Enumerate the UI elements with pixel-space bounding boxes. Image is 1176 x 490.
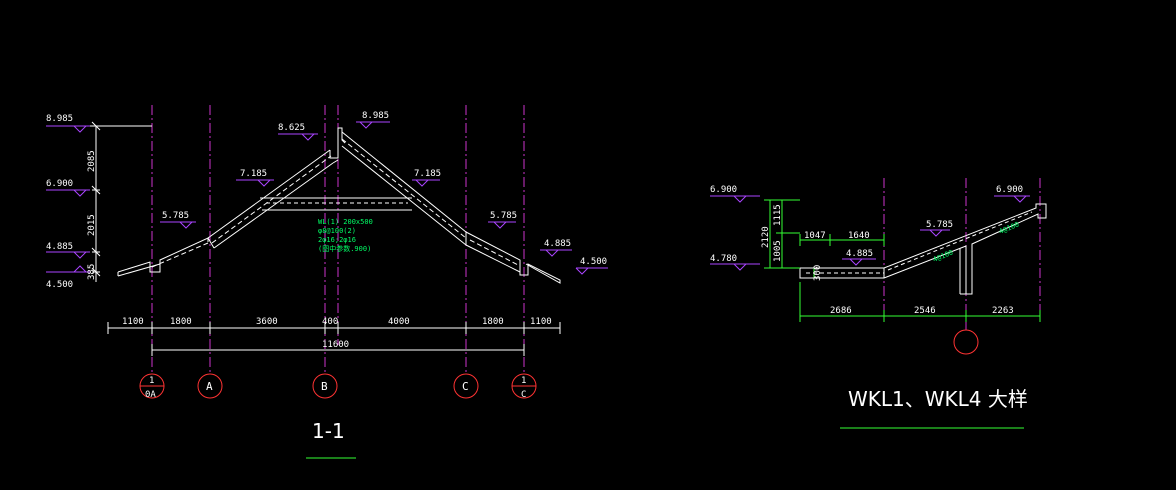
hdim-3600: 3600 [256, 317, 278, 327]
detail-bdim-2546: 2546 [914, 306, 936, 316]
level-markers [46, 121, 608, 275]
axis-a: A [206, 380, 213, 393]
axis-1-0a-bottom: 0A [145, 390, 156, 400]
detail-vdim-300: 300 [813, 265, 823, 281]
detail-level-left-low: 4.780 [710, 254, 737, 264]
detail-vdim-1115: 1115 [773, 204, 783, 226]
level-left-base: 4.500 [46, 280, 73, 290]
detail-level-markers [710, 195, 1030, 271]
axis-1-c-bottom: C [521, 390, 526, 400]
roof-outline [117, 127, 561, 284]
level-slope-right-lower: 5.785 [490, 211, 517, 221]
detail-bdim-2686: 2686 [830, 306, 852, 316]
detail-axis-lines [883, 178, 1041, 330]
axis-bubbles [139, 373, 537, 399]
slope-label-2: 4@100 [998, 221, 1021, 236]
level-eave-right-base: 4.500 [580, 257, 607, 267]
level-eave-right: 4.885 [544, 239, 571, 249]
level-left-top: 8.985 [46, 114, 73, 124]
detail-vdim-2120: 2120 [761, 226, 771, 248]
vdim-2085: 2085 [87, 150, 97, 172]
detail-axis-bubble [953, 329, 979, 355]
detail-level-right-top: 6.900 [996, 185, 1023, 195]
vertical-dimension-chain [90, 121, 152, 282]
level-ridge-right: 8.985 [362, 111, 389, 121]
section-title: 1-1 [312, 419, 345, 443]
note-line-2: φ8@100(2) [318, 227, 356, 235]
detail-level-left-top: 6.900 [710, 185, 737, 195]
detail-wkl: 6.900 4.780 4.885 5.785 6.900 2120 1115 … [710, 178, 1047, 429]
detail-level-mid-low: 4.885 [846, 249, 873, 259]
level-left-mid: 6.900 [46, 179, 73, 189]
level-slope-left-lower: 5.785 [162, 211, 189, 221]
roof-dashed-lines [151, 138, 521, 268]
axis-1-c-top: 1 [521, 376, 526, 386]
level-ridge-left: 8.625 [278, 123, 305, 133]
vdim-2015: 2015 [87, 214, 97, 236]
detail-hdim-1640: 1640 [848, 231, 870, 241]
detail-bottom-dims [799, 282, 1041, 322]
level-left-low: 4.885 [46, 242, 73, 252]
axis-b: B [321, 380, 328, 393]
hdim-400: 400 [322, 317, 338, 327]
note-line-3: 2φ16;2φ16 [318, 236, 356, 244]
detail-bdim-2263: 2263 [992, 306, 1014, 316]
hdim-1100-left: 1100 [122, 317, 144, 327]
detail-vdim-1005: 1005 [773, 240, 783, 262]
detail-level-mid-slope: 5.785 [926, 220, 953, 230]
detail-hdim-1047: 1047 [804, 231, 826, 241]
total-dim: 11600 [322, 340, 349, 350]
detail-top-dims [799, 234, 885, 246]
hdim-1800-left: 1800 [170, 317, 192, 327]
hdim-4000: 4000 [388, 317, 410, 327]
beam-dashed [806, 211, 1033, 274]
note-line-4: (图中参数.900) [318, 244, 371, 253]
hdim-1100-right: 1100 [530, 317, 552, 327]
hdim-1800-right: 1800 [482, 317, 504, 327]
beam-outline [799, 203, 1047, 295]
level-slope-right-upper: 7.185 [414, 169, 441, 179]
detail-title: WKL1、WKL4 大样 [848, 387, 1028, 411]
vdim-385: 385 [87, 264, 97, 280]
level-slope-left-upper: 7.185 [240, 169, 267, 179]
section-1-1: 8.985 6.900 4.885 4.500 8.625 8.985 7.18… [46, 105, 608, 459]
axis-c: C [462, 380, 469, 393]
note-line-1: WL(1) 200x500 [318, 218, 373, 226]
detail-vertical-dims [764, 199, 815, 278]
axis-1-0a-top: 1 [149, 376, 154, 386]
horizontal-dimension-chain [107, 322, 561, 356]
